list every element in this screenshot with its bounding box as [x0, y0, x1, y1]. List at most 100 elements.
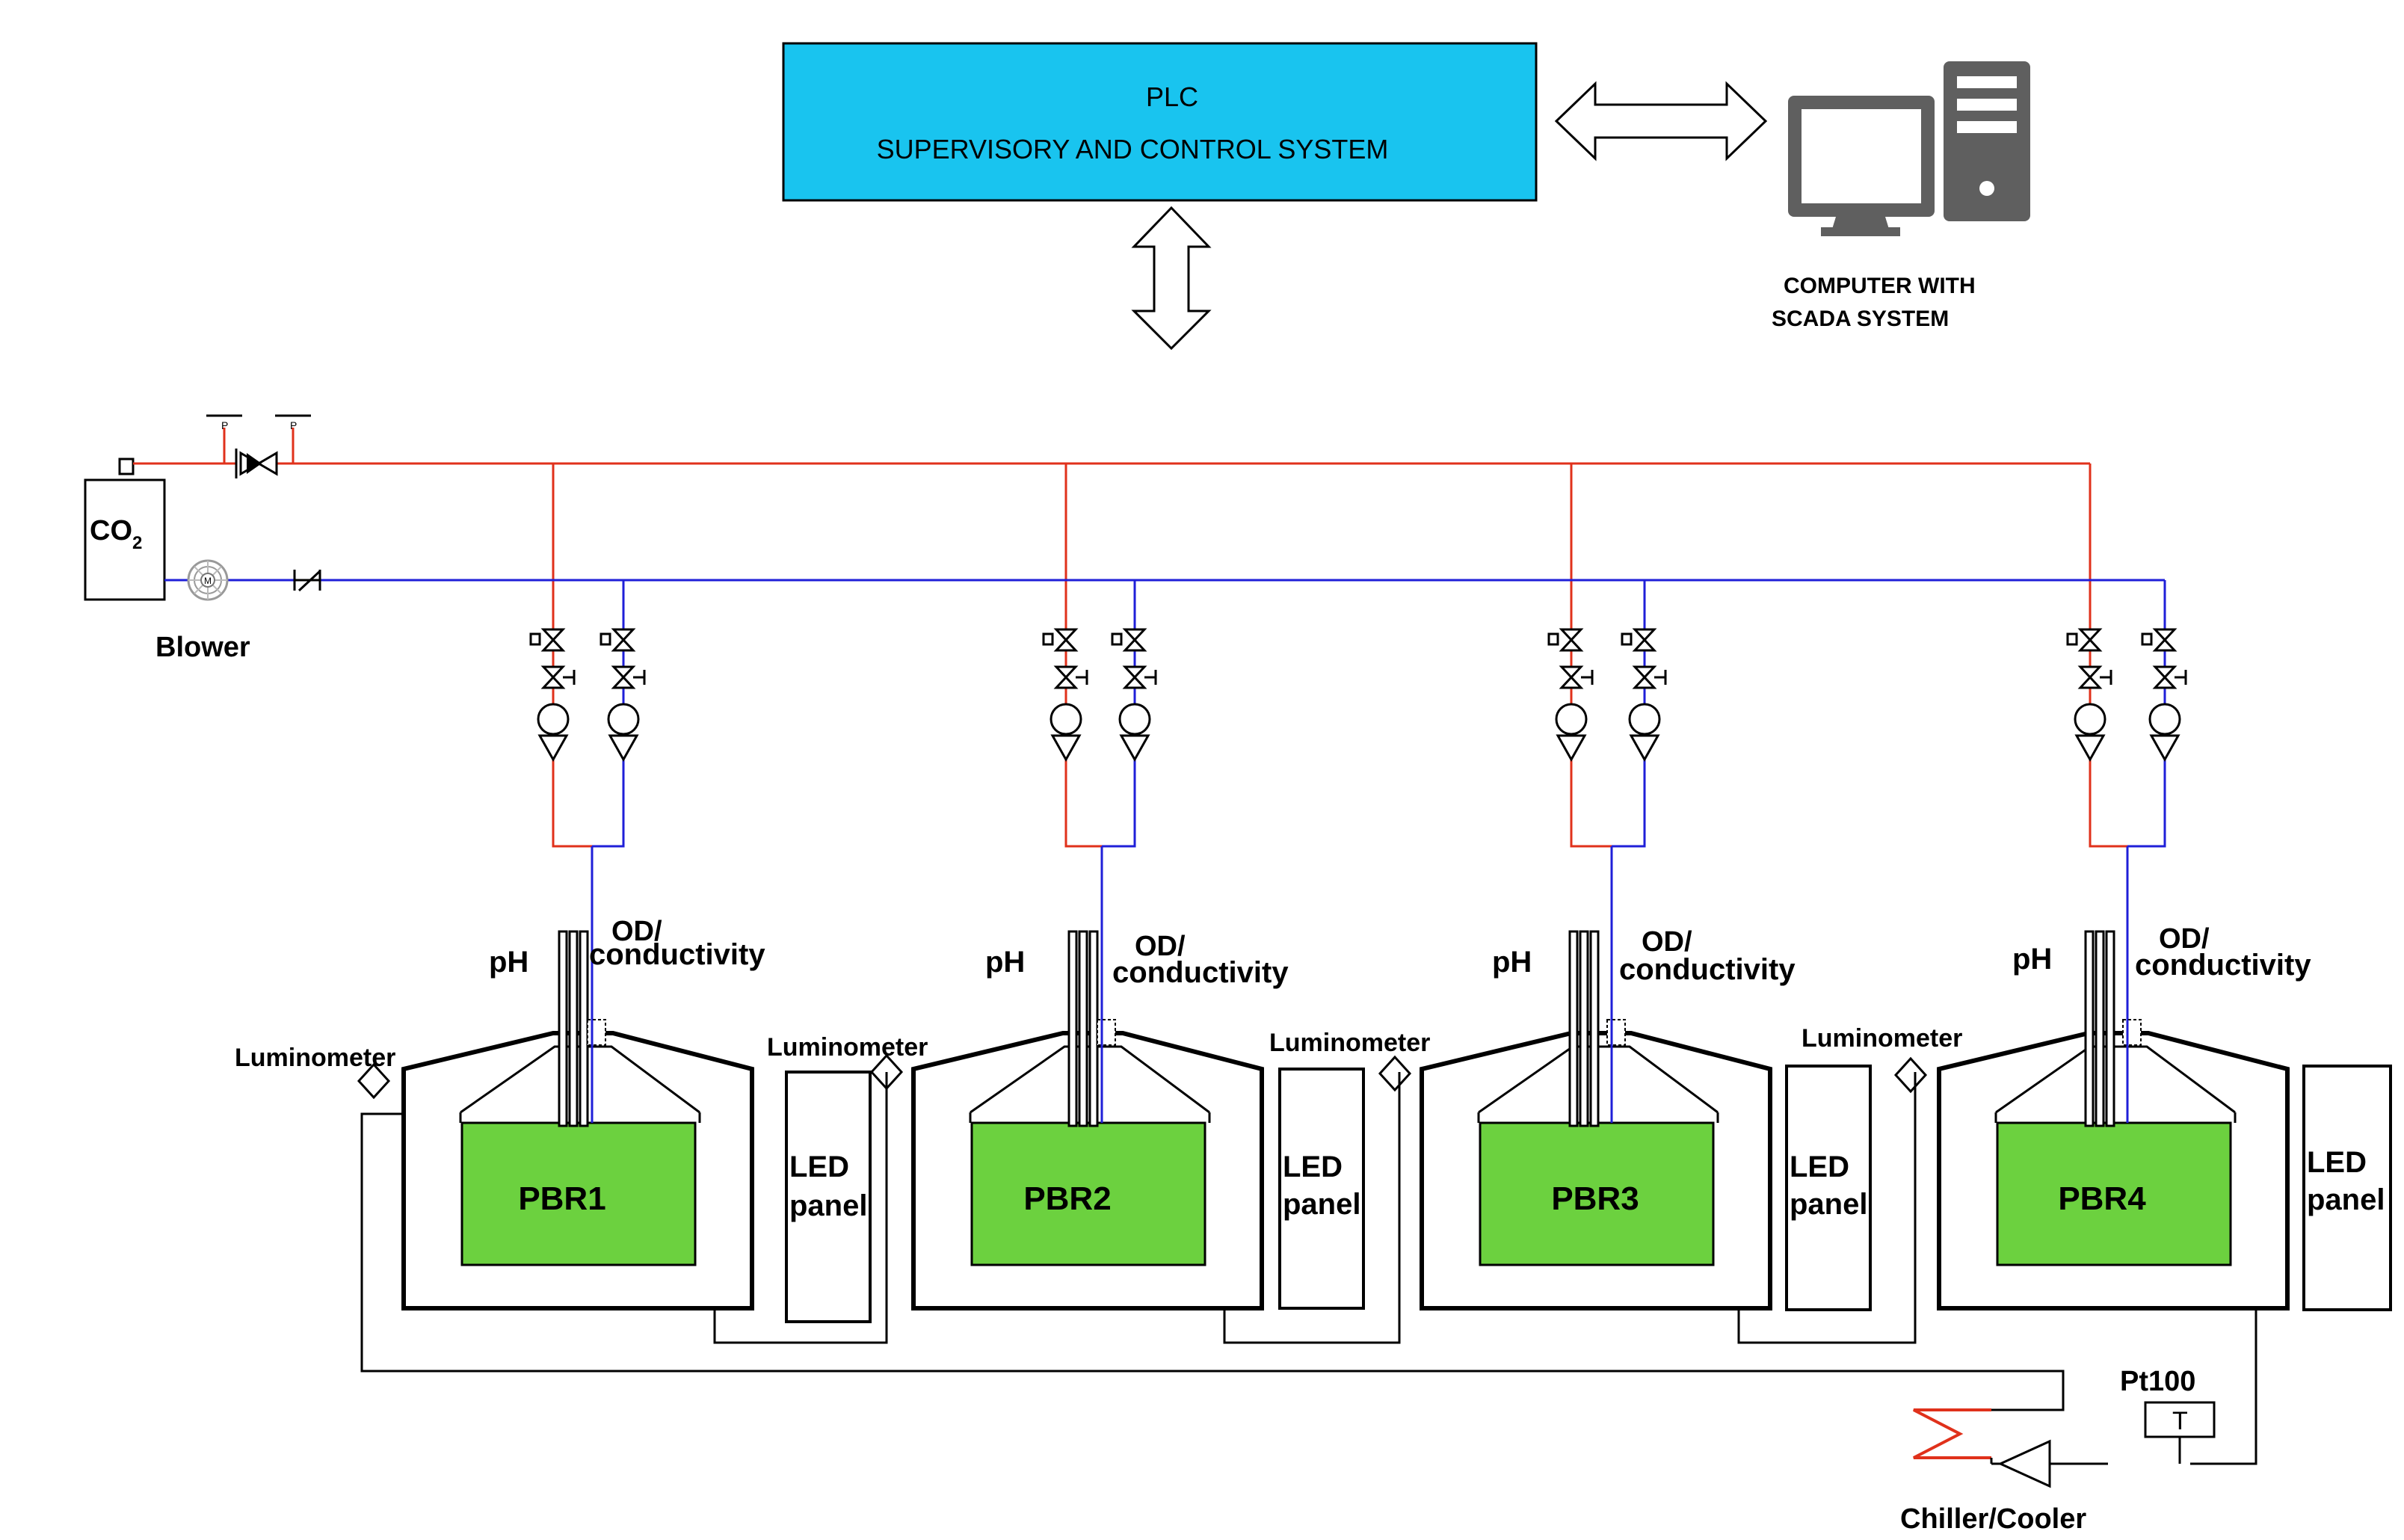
- ph-probe: [558, 930, 589, 1127]
- plc-subtitle: SUPERVISORY AND CONTROL SYSTEM: [877, 134, 1389, 164]
- od-port: [1097, 1019, 1116, 1046]
- blower-icon: M: [187, 559, 229, 601]
- flowmeter-icon: [607, 703, 640, 736]
- valve-actuator-icon: [2066, 632, 2078, 646]
- conductivity-label: conductivity: [2135, 949, 2311, 982]
- reactor-lid: [1995, 1045, 2236, 1114]
- rotameter-icon: [2074, 734, 2106, 763]
- computer-label-line2: SCADA SYSTEM: [1772, 307, 1949, 331]
- panel-label: panel: [2307, 1183, 2385, 1216]
- od-port: [587, 1019, 606, 1046]
- svg-text:P: P: [290, 419, 297, 431]
- svg-text:M: M: [204, 576, 212, 586]
- flowmeter-icon: [1555, 703, 1588, 736]
- rotameter-icon: [1050, 734, 1082, 763]
- control-valve-icon: [2152, 665, 2178, 689]
- manual-valve-icon: [1122, 628, 1147, 652]
- manual-valve-icon: [1559, 628, 1584, 652]
- valve-actuator-icon: [600, 632, 611, 646]
- luminometer-icon: [1378, 1055, 1412, 1092]
- computer-label-line1: COMPUTER WITH: [1784, 274, 1976, 298]
- reactor-4: PBR4 pH OD/ conductivity Luminometer LED…: [1802, 923, 2392, 1311]
- valve-actuator-icon: [1621, 632, 1633, 646]
- control-valve-icon: [2077, 665, 2103, 689]
- ph-label: pH: [1492, 946, 1532, 979]
- ph-label: pH: [985, 946, 1025, 979]
- panel-label: panel: [789, 1189, 867, 1222]
- rotameter-icon: [1119, 734, 1150, 763]
- led-label: LED: [1790, 1151, 1849, 1183]
- pressure-gauge-2: P: [275, 414, 311, 463]
- reactor-label: PBR4: [2058, 1180, 2146, 1217]
- culture-vessel: [1996, 1121, 2232, 1266]
- conductivity-label: conductivity: [1619, 953, 1796, 986]
- flowmeter-icon: [1628, 703, 1661, 736]
- reactor-lid: [1478, 1045, 1719, 1114]
- led-panel: [1278, 1068, 1365, 1310]
- reactor-1: PBR1 pH OD/ conductivity Luminometer LED…: [235, 916, 872, 1323]
- control-valve-icon: [1122, 665, 1147, 689]
- manual-valve-icon: [1632, 628, 1657, 652]
- plc-system: PLC SUPERVISORY AND CONTROL SYSTEM: [782, 42, 1538, 202]
- luminometer-label: Luminometer: [1269, 1029, 1430, 1057]
- plc-computer-arrow: [1554, 81, 1768, 161]
- pt100-label: Pt100: [2120, 1366, 2195, 1397]
- control-valve-icon: [540, 665, 566, 689]
- reactor-label: PBR3: [1551, 1180, 1639, 1217]
- led-label: LED: [789, 1151, 849, 1183]
- pt100-sensor: T: [2144, 1401, 2216, 1464]
- od-label: OD/: [611, 916, 662, 947]
- co2-supply-line: [133, 462, 2127, 848]
- led-panel: [2302, 1065, 2392, 1311]
- valve-actuator-icon: [2141, 632, 2153, 646]
- manual-valve-icon: [1053, 628, 1079, 652]
- flowmeter-icon: [2074, 703, 2106, 736]
- rotameter-icon: [1556, 734, 1587, 763]
- panel-label: panel: [1283, 1188, 1360, 1221]
- flowmeter-icon: [537, 703, 570, 736]
- rotameter-icon: [2149, 734, 2180, 763]
- od-label: OD/: [1642, 926, 1692, 958]
- od-label: OD/: [2159, 923, 2210, 955]
- plc-box: [782, 42, 1538, 202]
- valve-actuator-icon: [1042, 632, 1054, 646]
- control-valve-icon: [611, 665, 636, 689]
- pump-icon: [1997, 1439, 2051, 1488]
- culture-vessel: [970, 1121, 1206, 1266]
- svg-text:P: P: [221, 419, 228, 431]
- culture-vessel: [460, 1121, 697, 1266]
- luminometer-icon: [1893, 1056, 1928, 1094]
- rotameter-icon: [537, 734, 569, 763]
- reactor-label: PBR2: [1023, 1180, 1111, 1217]
- reactor-label: PBR1: [518, 1180, 605, 1217]
- manual-valve-icon: [540, 628, 566, 652]
- desktop-computer-icon: [1788, 61, 2030, 236]
- control-valve-icon: [1559, 665, 1584, 689]
- od-label: OD/: [1135, 931, 1186, 962]
- ph-label: pH: [489, 946, 528, 979]
- flowmeter-icon: [1050, 703, 1082, 736]
- pt100-sensor-letter: T: [2172, 1407, 2188, 1435]
- led-label: LED: [2307, 1146, 2367, 1179]
- chiller-label: Chiller/Cooler: [1900, 1503, 2086, 1535]
- conductivity-label: conductivity: [589, 938, 765, 971]
- rotameter-icon: [608, 734, 639, 763]
- co2-cylinder: CO2: [84, 458, 166, 601]
- heat-exchanger-icon: [1913, 1408, 1991, 1459]
- ph-probe: [2084, 930, 2115, 1127]
- valve-actuator-icon: [529, 632, 541, 646]
- valve-actuator-icon: [1111, 632, 1123, 646]
- pressure-regulator-icon: [235, 449, 278, 478]
- led-label: LED: [1283, 1151, 1343, 1183]
- plc-process-arrow: [1131, 206, 1212, 351]
- valve-trains: [529, 628, 2187, 763]
- conductivity-label: conductivity: [1112, 956, 1289, 989]
- reactor-2: PBR2 pH OD/ conductivity Luminometer LED…: [767, 930, 1365, 1310]
- manual-valve-icon: [2077, 628, 2103, 652]
- blower-label: Blower: [155, 632, 250, 663]
- pressure-gauge-1: P: [206, 414, 242, 463]
- control-valve-icon: [1632, 665, 1657, 689]
- reactor-3: PBR3 pH OD/ conductivity Luminometer LED…: [1269, 926, 1872, 1311]
- flowmeter-icon: [1118, 703, 1151, 736]
- led-panel: [1785, 1065, 1872, 1311]
